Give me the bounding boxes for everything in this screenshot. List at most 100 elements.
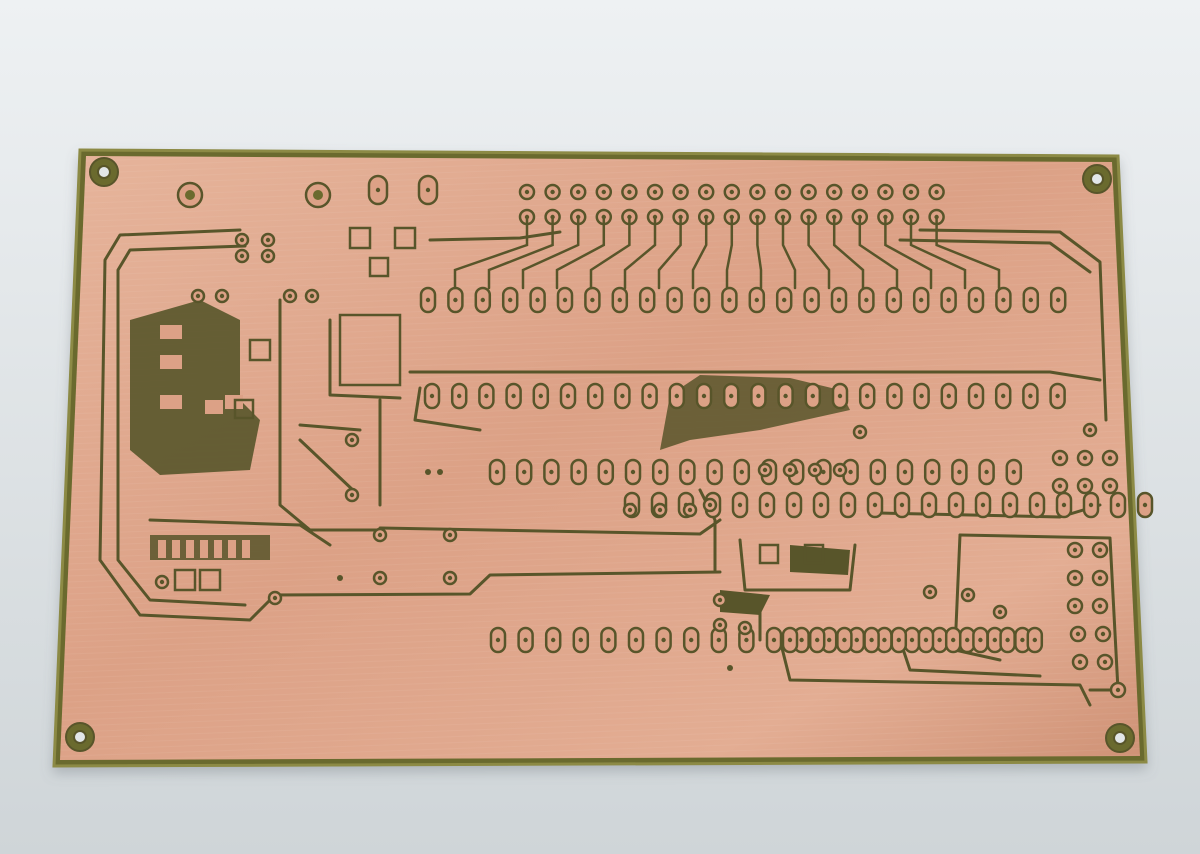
- pad-drill: [965, 637, 970, 643]
- pad-drill: [661, 637, 666, 643]
- pad-drill: [934, 189, 939, 195]
- pad-drill: [892, 393, 897, 399]
- pad-drill: [1115, 687, 1121, 693]
- pad-drill: [287, 293, 293, 299]
- pad-drill: [425, 187, 431, 193]
- pad-drill: [562, 297, 568, 303]
- pad-drill: [630, 469, 636, 475]
- pad-drill: [265, 253, 271, 259]
- smd-pads: [158, 325, 250, 558]
- pad-drill: [707, 502, 713, 508]
- large-hole-drill: [313, 190, 323, 200]
- pad-drill: [946, 393, 951, 399]
- pad-drill: [1032, 637, 1038, 643]
- pad-drill: [908, 189, 914, 195]
- pad-drill: [1082, 455, 1088, 461]
- pad-drill: [1077, 659, 1083, 665]
- pad-drill: [919, 393, 924, 399]
- pad-drill: [480, 297, 485, 303]
- fanout-trace: [884, 215, 933, 290]
- pad-drill: [689, 637, 694, 643]
- pad-drill: [727, 297, 732, 303]
- pad-drill: [875, 469, 880, 475]
- pad-drill: [937, 637, 942, 643]
- pad-drill: [806, 189, 811, 195]
- pad-drill: [973, 297, 979, 303]
- header-fanout-traces: [453, 215, 1001, 290]
- pad-drill: [1087, 427, 1093, 433]
- pad-drill: [603, 469, 608, 475]
- pad-drill: [1028, 297, 1034, 303]
- generated-pads: [154, 174, 1154, 699]
- fanout-trace: [521, 215, 580, 290]
- pad-drill: [674, 393, 679, 399]
- pad-drill: [865, 393, 870, 399]
- via: [337, 575, 343, 581]
- pad-drill: [377, 575, 383, 581]
- pad-drill: [678, 189, 683, 195]
- large-hole-drill: [185, 190, 195, 200]
- pad-drill: [973, 393, 979, 399]
- pad-drill: [729, 393, 734, 399]
- pad-drill: [578, 637, 583, 643]
- pad-drill: [511, 393, 516, 399]
- fanout-trace: [909, 215, 967, 290]
- pad-drill: [1097, 547, 1103, 553]
- pad-drill: [1001, 393, 1006, 399]
- pad-drill: [457, 393, 462, 399]
- pad-drill: [762, 467, 768, 473]
- pad-drill: [1082, 483, 1088, 489]
- pad-drill: [883, 189, 888, 195]
- pad-drill: [349, 437, 355, 443]
- pad-drill: [349, 492, 355, 498]
- pad-drill: [882, 637, 887, 643]
- pad-drill: [930, 469, 935, 475]
- pad-drill: [815, 637, 820, 643]
- pad-drill: [896, 637, 901, 643]
- pad-drill: [1072, 547, 1078, 553]
- pad-drill: [647, 393, 652, 399]
- pad-drill: [1028, 393, 1033, 399]
- pad-drill: [717, 622, 723, 628]
- fanout-trace: [623, 215, 657, 290]
- fanout-trace: [555, 215, 606, 290]
- pad-drill: [576, 189, 581, 195]
- pad-drill: [576, 469, 581, 475]
- pad-drill: [1057, 483, 1063, 489]
- pad-drill: [787, 467, 793, 473]
- pad-drill: [951, 637, 956, 643]
- pad-drill: [926, 502, 932, 508]
- pad-drill: [756, 393, 761, 399]
- pad-drill: [755, 189, 760, 195]
- pad-drill: [265, 237, 271, 243]
- pad-drill: [857, 189, 862, 195]
- pad-drill: [953, 502, 959, 508]
- pad-drill: [872, 502, 878, 508]
- pad-drill: [1007, 502, 1013, 508]
- pad-drill: [716, 637, 721, 643]
- pad-drill: [1102, 659, 1108, 665]
- pad-drill: [272, 595, 278, 601]
- pad-drill: [783, 393, 788, 399]
- pad-drill: [1020, 637, 1025, 643]
- pad-drill: [739, 469, 744, 475]
- pad-drill: [919, 297, 924, 303]
- pad-drill: [980, 502, 986, 508]
- pad-drill: [827, 637, 832, 643]
- pad-drill: [1056, 297, 1061, 303]
- pad-drill: [1075, 631, 1081, 637]
- pad-drill: [447, 575, 453, 581]
- pad-drill: [1107, 455, 1113, 461]
- pad-drill: [565, 393, 571, 399]
- pad-drill: [549, 469, 554, 475]
- pad-drill: [780, 189, 786, 195]
- fanout-trace: [589, 215, 631, 290]
- pad-drill: [627, 189, 632, 195]
- pad-drill: [195, 293, 201, 299]
- pad-drill: [645, 297, 650, 303]
- pad-drill: [590, 297, 595, 303]
- pad-drill: [923, 637, 929, 643]
- pad-drill: [550, 189, 555, 195]
- pad-drill: [601, 189, 606, 195]
